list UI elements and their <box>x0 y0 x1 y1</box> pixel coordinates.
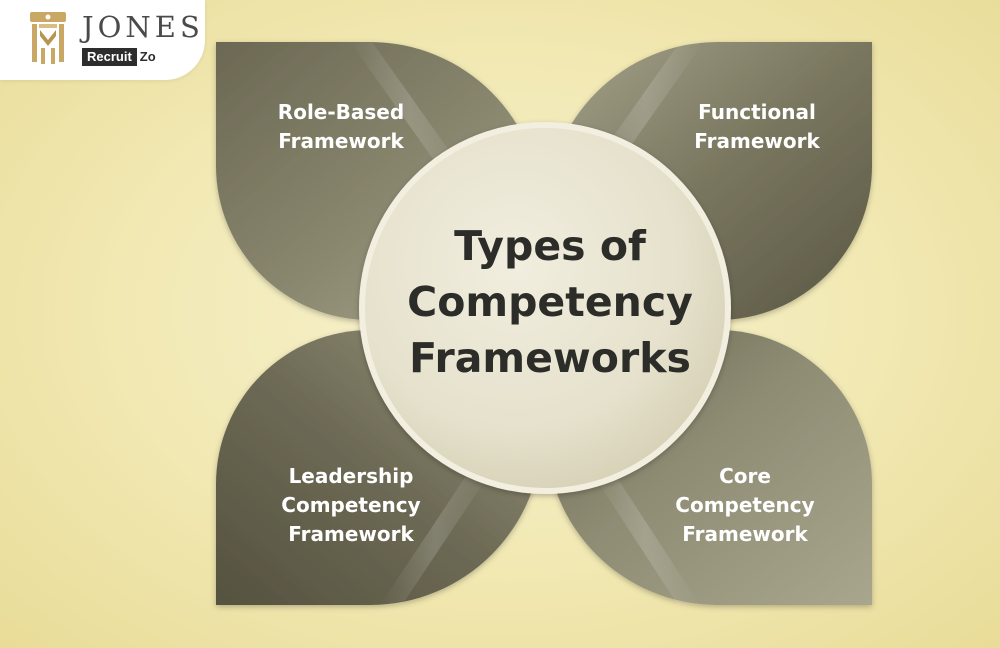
label-line: Framework <box>682 522 808 546</box>
logo-name: JONES <box>82 10 204 44</box>
label-line: Framework <box>278 129 404 153</box>
label-line: Framework <box>694 129 820 153</box>
center-title-line: Frameworks <box>409 334 691 382</box>
center-circle <box>359 122 731 494</box>
label-line: Core <box>719 464 771 488</box>
logo-tag-recruit: Recruit <box>82 48 137 66</box>
label-line: Competency <box>675 493 815 517</box>
label-leadership: Leadership Competency Framework <box>236 462 466 549</box>
logo: JONES Recruit Zo <box>0 0 205 80</box>
label-core: Core Competency Framework <box>630 462 860 549</box>
center-title: Types of Competency Frameworks <box>385 218 715 386</box>
center-title-line: Competency <box>407 278 693 326</box>
logo-mark-icon <box>30 12 66 64</box>
logo-tagline: Recruit Zo <box>82 48 156 66</box>
label-functional: Functional Framework <box>642 98 872 156</box>
label-line: Role-Based <box>277 100 405 124</box>
label-line: Competency <box>281 493 421 517</box>
label-line: Functional <box>698 100 816 124</box>
label-line: Framework <box>288 522 414 546</box>
label-role-based: Role-Based Framework <box>226 98 456 156</box>
label-line: Leadership <box>288 464 414 488</box>
logo-tag-zo: Zo <box>139 49 156 64</box>
center-title-line: Types of <box>454 222 646 270</box>
light-streaks <box>350 42 704 605</box>
